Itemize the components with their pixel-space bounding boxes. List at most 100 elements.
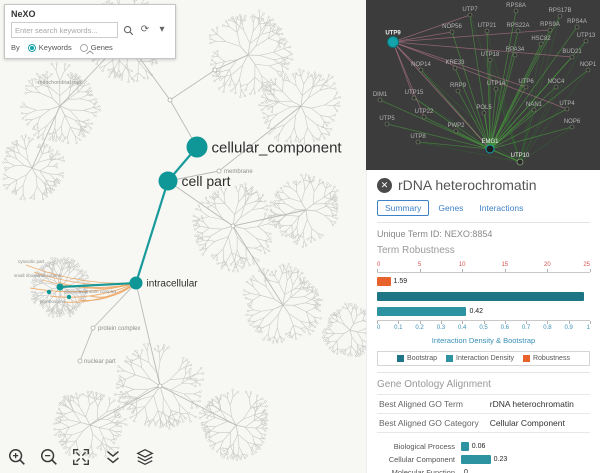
- network-node-UTP14[interactable]: [493, 86, 499, 92]
- network-node-RPS9A[interactable]: [547, 27, 553, 33]
- network-node-NOP56[interactable]: [449, 29, 455, 35]
- alignment-value: 0.23: [493, 456, 508, 463]
- network-node-DIM1[interactable]: [377, 97, 383, 103]
- network-node-label: RPS4A: [567, 19, 587, 25]
- network-node-RPS17B[interactable]: [557, 13, 563, 19]
- zoom-out-icon[interactable]: [38, 446, 60, 468]
- network-node-POL5[interactable]: [481, 110, 487, 116]
- network-node-BUD21[interactable]: [569, 54, 575, 60]
- network-node-label: RPA34: [506, 47, 525, 53]
- network-node-label: UTP15: [405, 90, 424, 96]
- network-node-label: KRE33: [445, 60, 465, 66]
- search-icon[interactable]: [121, 23, 135, 37]
- refresh-icon[interactable]: ⟳: [140, 24, 150, 35]
- network-node-UTP22[interactable]: [421, 114, 427, 120]
- tree-minor-label: protein complex: [98, 326, 140, 332]
- tab-interactions[interactable]: Interactions: [479, 203, 524, 213]
- network-node-NOP6[interactable]: [569, 124, 575, 130]
- tab-summary[interactable]: Summary: [377, 200, 430, 216]
- search-panel: NeXO ⟳ ▾ By Keywords Genes: [4, 4, 176, 59]
- network-node-RRP9[interactable]: [455, 88, 461, 94]
- network-node-RPS8A[interactable]: [513, 8, 519, 14]
- network-node-label: PWP2: [447, 123, 465, 129]
- network-node-UTP9[interactable]: [387, 36, 399, 48]
- network-node-EMG1[interactable]: [485, 144, 495, 154]
- network-node-label: UTP8: [410, 134, 426, 140]
- network-node-UTP6[interactable]: [523, 84, 529, 90]
- legend-swatch: [522, 355, 530, 362]
- go-alignment-section-title: Gene Ontology Alignment: [377, 379, 491, 390]
- network-node-label: UTP13: [577, 33, 596, 39]
- network-node-RPS4A[interactable]: [574, 24, 580, 30]
- network-node-label: RRP9: [450, 83, 467, 89]
- network-node-RPS22A[interactable]: [515, 28, 521, 34]
- radio-keywords[interactable]: Keywords: [27, 43, 72, 52]
- term-header: ✕ rDNA heterochromatin: [377, 177, 590, 193]
- tree-junction-node[interactable]: [77, 358, 83, 364]
- tree-junction-node[interactable]: [90, 325, 96, 331]
- layers-icon[interactable]: [134, 446, 156, 468]
- tree-node-cell-part[interactable]: [158, 171, 178, 191]
- tree-junction-node[interactable]: [167, 97, 173, 103]
- network-node-KRE33[interactable]: [452, 65, 458, 71]
- network-node-UTP10[interactable]: [516, 158, 524, 166]
- tree-node-cellular-component[interactable]: [186, 136, 208, 158]
- caret-down-icon[interactable]: ▾: [159, 24, 165, 35]
- network-node-RPA34[interactable]: [512, 52, 518, 58]
- table-row: Best Aligned GO Category Cellular Compon…: [377, 413, 590, 433]
- network-node-UTP7[interactable]: [467, 12, 473, 18]
- network-node-label: NOP6: [564, 119, 581, 125]
- fit-to-screen-icon[interactable]: [70, 446, 92, 468]
- network-node-label: UTP4: [559, 101, 575, 107]
- network-node-NOP14[interactable]: [418, 67, 424, 73]
- network-node-NOP1[interactable]: [585, 67, 591, 73]
- term-detail-panel: ✕ rDNA heterochromatin Summary Genes Int…: [366, 170, 600, 473]
- search-input[interactable]: [11, 22, 118, 38]
- collapse-all-icon[interactable]: [102, 446, 124, 468]
- network-node-UTP4[interactable]: [564, 106, 570, 112]
- tree-node-intracellular[interactable]: [129, 276, 143, 290]
- network-node-UTP21[interactable]: [484, 28, 490, 34]
- network-node-UTP5[interactable]: [384, 121, 390, 127]
- tree-junction-node[interactable]: [216, 168, 222, 174]
- network-node-UTP18[interactable]: [487, 57, 493, 63]
- tree-highlight-node[interactable]: [66, 294, 72, 300]
- tree-minor-label: ribonucleoprotein complex: [64, 289, 117, 294]
- tab-genes[interactable]: Genes: [438, 203, 464, 213]
- term-close-icon[interactable]: ✕: [377, 177, 392, 193]
- network-edges: [379, 10, 589, 163]
- network-node-NAN1[interactable]: [531, 107, 537, 113]
- network-node-HSC82[interactable]: [538, 41, 544, 47]
- network-node-label: UTP22: [415, 109, 434, 115]
- tree-minor-label: mitochondrial part: [38, 80, 82, 86]
- network-node-label: HSC82: [531, 36, 551, 42]
- panel-collapse-handle-icon[interactable]: [86, 42, 95, 60]
- network-node-label: DIM1: [373, 92, 388, 98]
- app-title: NeXO: [11, 9, 36, 19]
- tree-highlight-node[interactable]: [56, 283, 64, 291]
- network-node-PWP2[interactable]: [453, 128, 459, 134]
- tree-highlight-node[interactable]: [46, 289, 52, 295]
- zoom-in-icon[interactable]: [6, 446, 28, 468]
- go-category-value: Cellular Component: [487, 413, 590, 433]
- tree-node-label: cellular_component: [212, 139, 343, 156]
- tree-minor-label: nuclear part: [84, 359, 116, 365]
- view-toolbar: [6, 446, 156, 468]
- network-node-NOC4[interactable]: [553, 84, 559, 90]
- alignment-category-label: Cellular Component: [388, 455, 455, 464]
- tree-junction-node[interactable]: [212, 67, 218, 73]
- tree-junction-node[interactable]: [157, 383, 163, 389]
- tree-junction-node[interactable]: [230, 223, 236, 229]
- network-node-UTP8[interactable]: [415, 139, 421, 145]
- radio-genes[interactable]: Genes: [79, 43, 113, 52]
- network-node-UTP15[interactable]: [411, 95, 417, 101]
- legend-item: Interaction Density: [446, 355, 514, 362]
- network-node-UTP13[interactable]: [583, 38, 589, 44]
